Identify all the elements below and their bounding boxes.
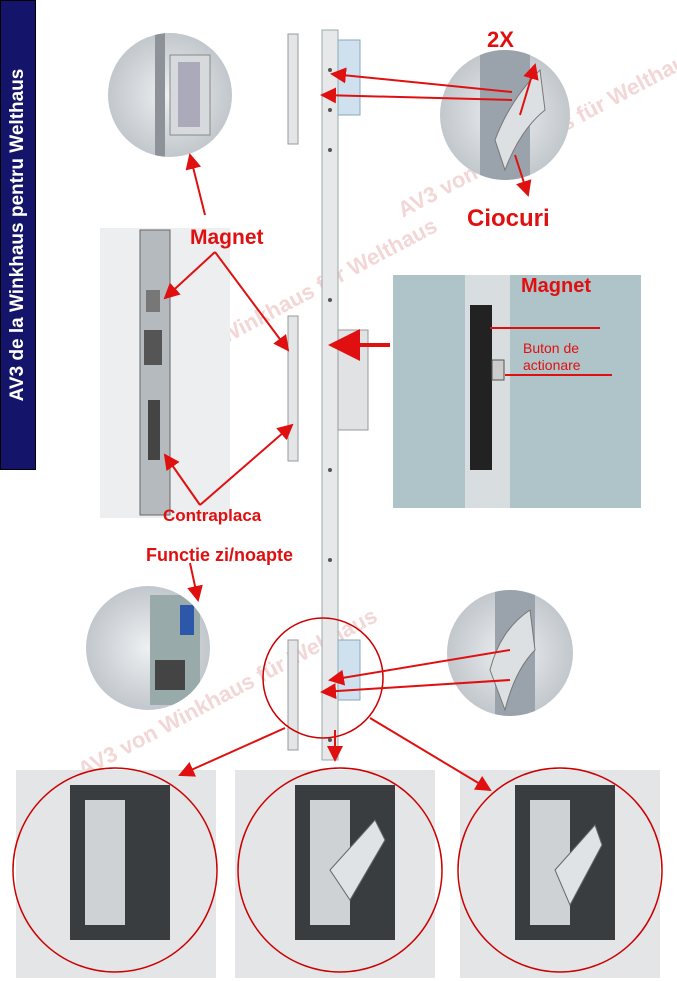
magnet-label-left: Magnet (190, 226, 264, 249)
contraplaca-label: Contraplaca (163, 506, 262, 525)
two-x-label: 2X (487, 27, 514, 52)
functie-zi-noapte-label: Functie zi/noapte (146, 545, 294, 565)
ciocuri-label: Ciocuri (467, 205, 550, 232)
buton-actionare-label: Buton de actionare (523, 340, 581, 373)
title-banner: AV3 de la Winkhaus pentru Welthaus (0, 0, 36, 470)
magnet-label-right: Magnet (521, 275, 591, 297)
